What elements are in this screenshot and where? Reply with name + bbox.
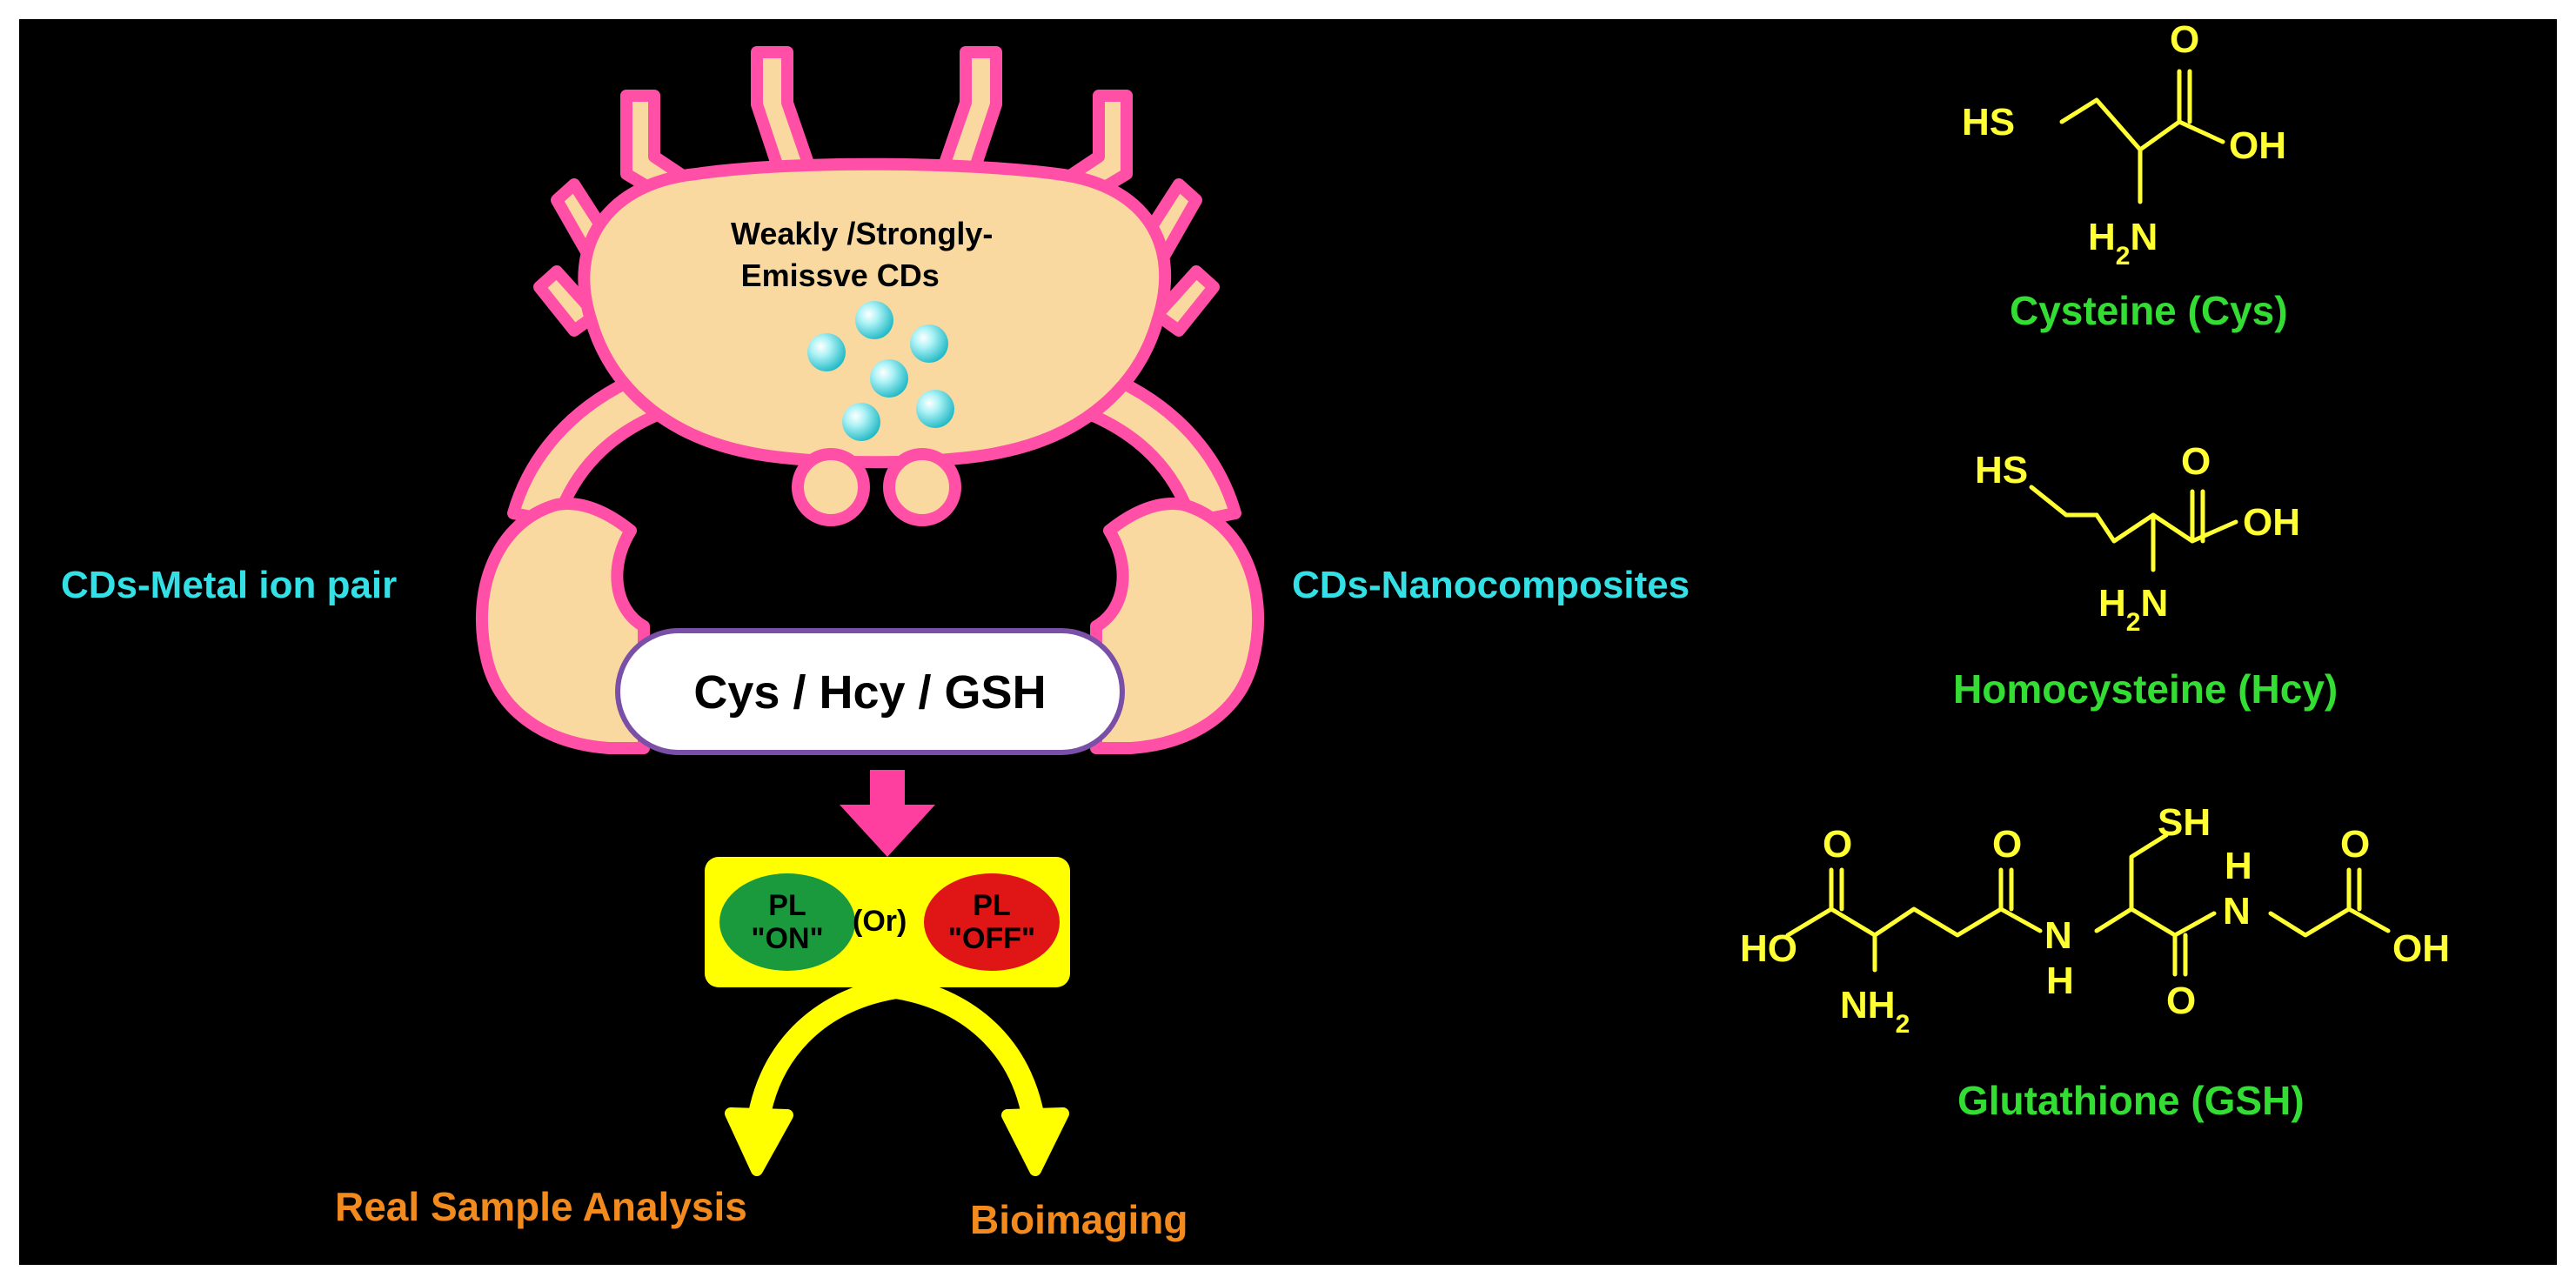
gsh-atom-o3: O <box>2166 980 2196 1022</box>
cys-atom-hs: HS <box>1962 101 2015 144</box>
cd-particle <box>916 390 954 428</box>
gsh-atom-ho: HO <box>1740 927 1797 970</box>
pl-off-badge <box>924 873 1060 971</box>
pl-on-line1: PL <box>768 889 806 922</box>
arrowhead-right <box>1001 1107 1069 1176</box>
gsh-atom-h1: H <box>2046 960 2074 1002</box>
gsh-atom-o2: O <box>1992 823 2022 866</box>
crab-legs <box>533 46 1220 337</box>
pl-on-line2: "ON" <box>751 922 824 955</box>
gsh-atom-n1: N <box>2044 914 2072 957</box>
hcy-atom-oh: OH <box>2243 501 2300 544</box>
cd-particle <box>870 359 908 398</box>
pl-on-text: PL "ON" <box>719 889 855 955</box>
gsh-atom-oh: OH <box>2392 927 2450 970</box>
analyte-pill <box>615 628 1125 755</box>
arrowhead-left <box>725 1107 793 1176</box>
gsh-atom-o1: O <box>1823 823 1852 866</box>
down-arrow <box>840 770 935 857</box>
crab-body-text: Weakly /Strongly- Emissve CDs <box>731 213 993 297</box>
application-real-sample: Real Sample Analysis <box>335 1184 747 1229</box>
cysteine-structure: HS O OH H2N <box>1962 18 2286 271</box>
gsh-atom-o4: O <box>2340 823 2370 866</box>
gsh-atom-nh2: NH2 <box>1840 984 1910 1039</box>
crab-claw-left <box>475 498 650 754</box>
gsh-atom-sh: SH <box>2158 801 2211 844</box>
pl-off-text: PL "OFF" <box>924 889 1060 955</box>
gsh-atom-h2: H <box>2225 845 2252 887</box>
cys-atom-oh: OH <box>2229 124 2286 167</box>
crab-claw-right <box>1090 498 1265 754</box>
analyte-label: Cys / Hcy / GSH <box>693 666 1047 719</box>
hcy-atom-o: O <box>2181 440 2211 483</box>
cys-atom-o: O <box>2170 18 2199 61</box>
homocysteine-name: Homocysteine (Hcy) <box>1953 666 2338 712</box>
glutathione-name: Glutathione (GSH) <box>1957 1078 2305 1123</box>
pl-off-line2: "OFF" <box>947 922 1036 955</box>
pl-on-badge <box>719 873 855 971</box>
claw-left-label: CDs-Metal ion pair <box>61 564 398 606</box>
claw-right-label: CDs-Nanocomposites <box>1292 564 1690 606</box>
crab-body-text-line1: Weakly /Strongly- <box>731 216 994 251</box>
diagram-background <box>19 19 2557 1265</box>
cysteine-name: Cysteine (Cys) <box>2010 288 2288 333</box>
cd-particle <box>855 301 893 339</box>
cys-atom-h2n: H2N <box>2088 216 2158 271</box>
hcy-atom-h2n: H2N <box>2098 582 2168 637</box>
application-bioimaging: Bioimaging <box>970 1197 1188 1242</box>
cd-particle <box>807 333 846 371</box>
homocysteine-structure: HS O OH H2N <box>1975 440 2300 637</box>
crab-body-text-line2: Emissve CDs <box>740 257 940 293</box>
cd-nanoparticles <box>807 301 954 441</box>
or-label: (Or) <box>853 905 907 938</box>
gsh-atom-n2: N <box>2223 890 2251 933</box>
cd-particle <box>910 324 948 363</box>
cd-particle <box>842 403 880 441</box>
glutathione-structure: O HO NH2 O SH N H H N O O OH <box>1740 801 2450 1039</box>
hcy-atom-hs: HS <box>1975 449 2028 492</box>
pl-off-line1: PL <box>973 889 1011 922</box>
application-arrows <box>725 976 1069 1176</box>
